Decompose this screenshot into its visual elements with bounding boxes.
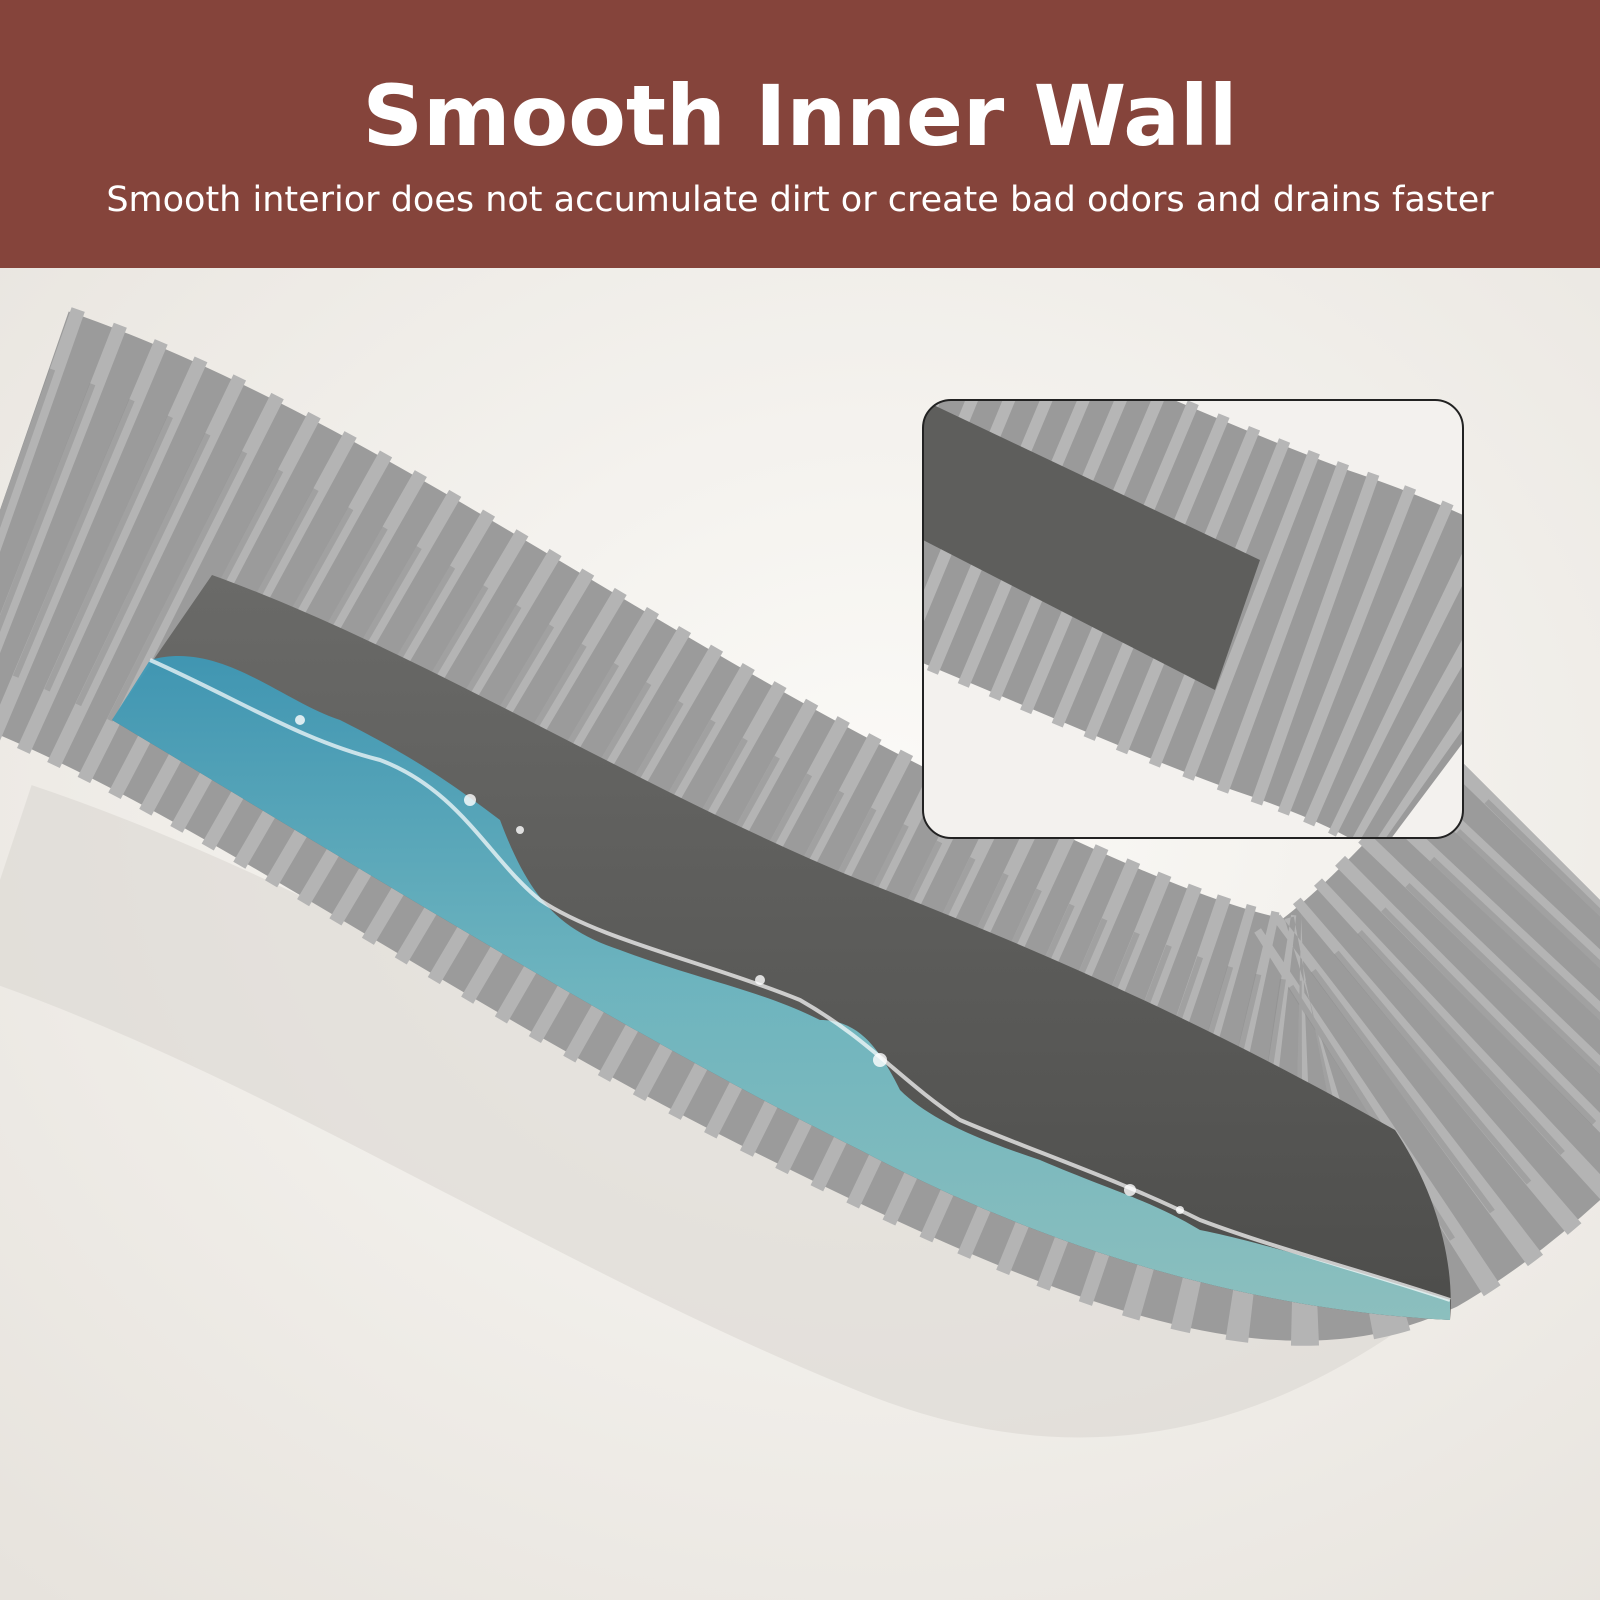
hose-illustration [0, 268, 1600, 1600]
smooth-inner-channel [112, 575, 1451, 1320]
water-bubbles [295, 715, 1184, 1214]
page-title: Smooth Inner Wall [362, 67, 1238, 165]
water-highlight [149, 658, 1451, 1302]
header-banner: Smooth Inner Wall Smooth interior does n… [0, 0, 1600, 268]
inset-detail [922, 399, 1464, 839]
page-subtitle: Smooth interior does not accumulate dirt… [106, 180, 1494, 220]
water-flow [112, 655, 1450, 1320]
